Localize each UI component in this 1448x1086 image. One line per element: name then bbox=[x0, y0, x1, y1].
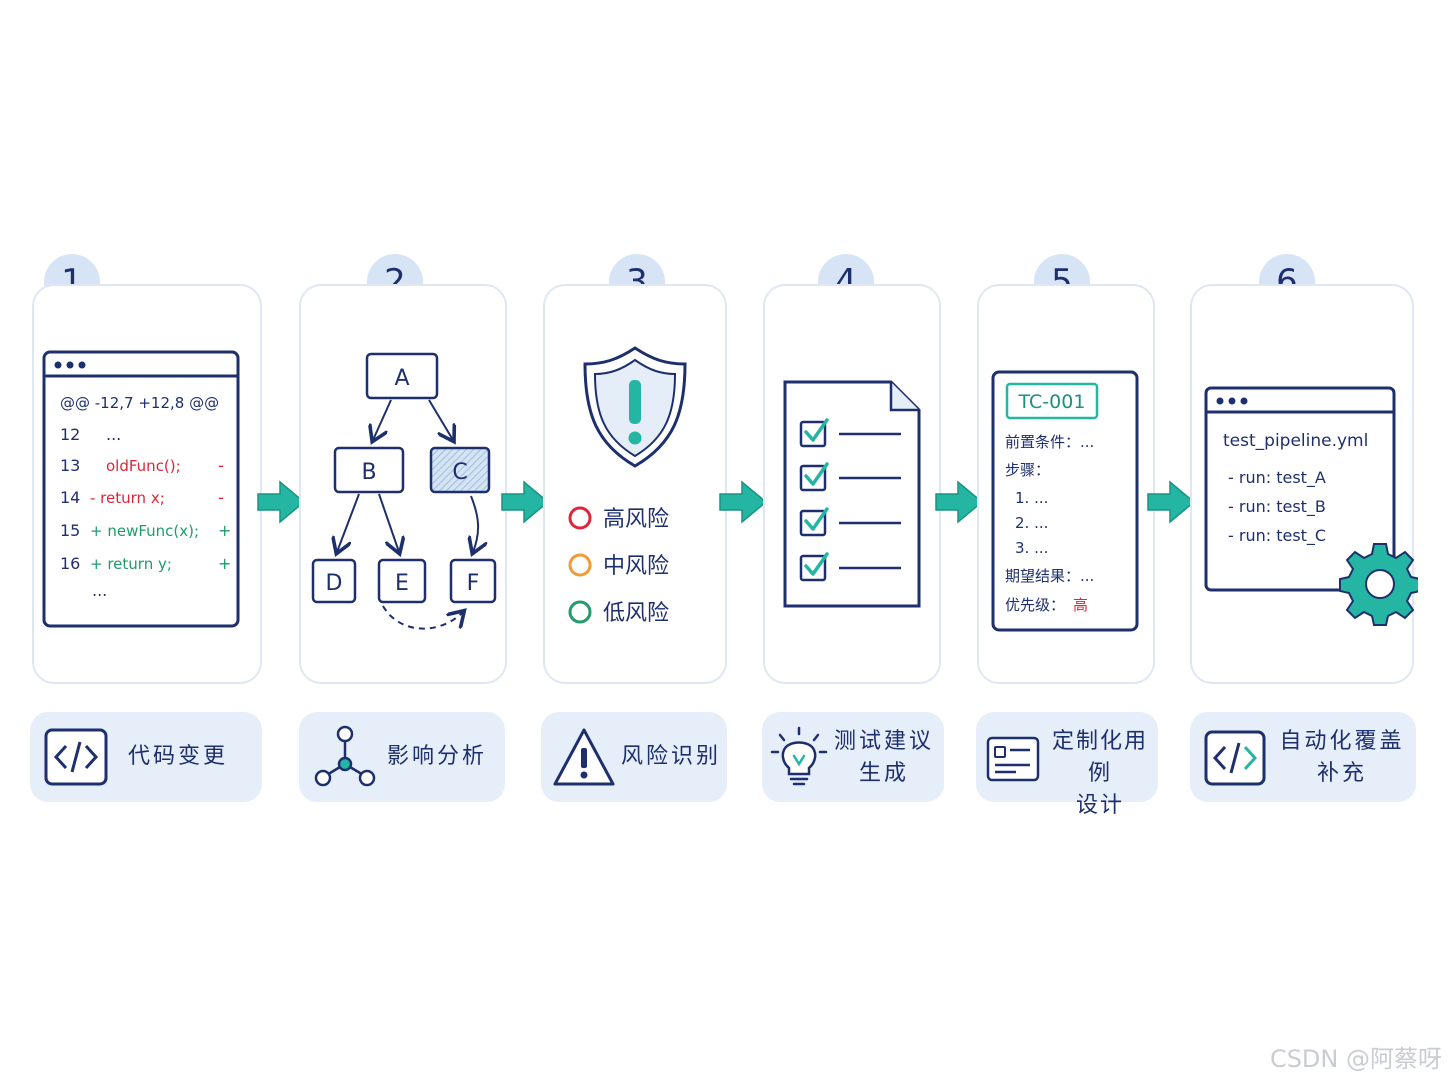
priority-label: 优先级： bbox=[1005, 596, 1065, 614]
step-2-panel: A B C D E F bbox=[299, 284, 507, 684]
id-card-icon bbox=[986, 736, 1040, 782]
diff-tail: ... bbox=[92, 581, 107, 600]
diff-line-no: 14 bbox=[60, 488, 80, 507]
label-text: 测试建议生成 bbox=[833, 729, 934, 786]
pipeline-run: - run: test_B bbox=[1228, 497, 1326, 517]
svg-text:E: E bbox=[395, 571, 409, 596]
node-a bbox=[365, 352, 439, 400]
diff-line-no: 13 bbox=[60, 456, 80, 475]
code-icon bbox=[44, 728, 108, 786]
lightbulb-icon bbox=[770, 726, 828, 786]
diff-line-code: - return x; bbox=[90, 489, 165, 507]
pipeline-run: - run: test_C bbox=[1228, 526, 1326, 546]
label-text: 代码变更 bbox=[128, 744, 229, 769]
precondition: 前置条件：... bbox=[1005, 433, 1094, 451]
step-4-panel bbox=[763, 284, 941, 684]
code-icon bbox=[1204, 730, 1266, 786]
diff-line-no: 16 bbox=[60, 554, 80, 573]
step-1-panel: @@ -12,7 +12,8 @@ 12 ... 13 oldFunc(); -… bbox=[32, 284, 262, 684]
svg-text:D: D bbox=[326, 571, 343, 596]
step-5-panel: TC-001 前置条件：... 步骤： 1. ... 2. ... 3. ...… bbox=[977, 284, 1155, 684]
warning-icon bbox=[553, 728, 615, 786]
test-case-card: TC-001 前置条件：... 步骤： 1. ... 2. ... 3. ...… bbox=[991, 370, 1139, 632]
label-text: 风险识别 bbox=[621, 744, 722, 769]
priority-value: 高 bbox=[1073, 596, 1088, 614]
node-b bbox=[333, 446, 405, 494]
label-test-suggestion: 测试建议生成 bbox=[762, 712, 944, 802]
label-code-change: 代码变更 bbox=[30, 712, 262, 802]
diff-line-no: 15 bbox=[60, 521, 80, 540]
step-item: 2. ... bbox=[1015, 514, 1048, 532]
flow-arrow-4 bbox=[935, 480, 984, 524]
label-text: 自动化覆盖补充 bbox=[1279, 729, 1405, 786]
pipeline-window: test_pipeline.yml - run: test_A - run: t… bbox=[1204, 386, 1418, 626]
svg-text:F: F bbox=[467, 571, 480, 596]
pipeline-run: - run: test_A bbox=[1228, 468, 1326, 488]
svg-text:B: B bbox=[361, 460, 376, 485]
test-case-id-tag bbox=[1005, 382, 1099, 420]
label-risk-identification: 风险识别 bbox=[541, 712, 727, 802]
step-3-panel: 高风险 中风险 低风险 bbox=[543, 284, 727, 684]
medium-risk-label: 中风险 bbox=[603, 554, 669, 579]
diff-lines: 12 ... 13 oldFunc(); - 14 - return x; - … bbox=[60, 425, 231, 600]
expected-result: 期望结果：... bbox=[1005, 567, 1094, 585]
code-window: @@ -12,7 +12,8 @@ 12 ... 13 oldFunc(); -… bbox=[42, 350, 240, 628]
high-risk-marker bbox=[568, 506, 592, 530]
svg-text:A: A bbox=[394, 366, 409, 391]
diff-line-code: oldFunc(); bbox=[106, 457, 181, 475]
diff-line-code: + return y; bbox=[90, 555, 172, 573]
diff-line-code: ... bbox=[106, 425, 121, 444]
flow-arrow-5 bbox=[1147, 480, 1196, 524]
diff-header: @@ -12,7 +12,8 @@ bbox=[60, 394, 219, 412]
steps-label: 步骤： bbox=[1005, 461, 1050, 479]
high-risk-label: 高风险 bbox=[603, 507, 669, 532]
flow-arrow-1 bbox=[257, 480, 306, 524]
step-item: 3. ... bbox=[1015, 539, 1048, 557]
medium-risk-marker bbox=[568, 553, 592, 577]
risk-levels: 高风险 中风险 低风险 bbox=[568, 346, 687, 626]
label-automation-coverage: 自动化覆盖补充 bbox=[1190, 712, 1416, 802]
label-test-case-design: 定制化用例设计 bbox=[976, 712, 1158, 818]
diff-line-mark: - bbox=[218, 488, 224, 507]
flow-arrow-2 bbox=[501, 480, 550, 524]
node-e bbox=[377, 558, 427, 604]
node-d bbox=[311, 558, 357, 604]
watermark: CSDN @阿蔡呀 bbox=[1269, 1045, 1442, 1073]
low-risk-label: 低风险 bbox=[603, 601, 669, 626]
shield-icon bbox=[583, 346, 687, 468]
diff-line-mark: + bbox=[218, 554, 231, 573]
low-risk-marker bbox=[568, 600, 592, 624]
step-item: 1. ... bbox=[1015, 489, 1048, 507]
diff-line-mark: + bbox=[218, 521, 231, 540]
dependency-graph: A B C D E F bbox=[311, 352, 497, 630]
label-impact-analysis: 影响分析 bbox=[299, 712, 505, 802]
checklist-document-icon bbox=[783, 380, 921, 608]
flow-arrow-3 bbox=[719, 480, 768, 524]
diff-line-mark: - bbox=[218, 456, 224, 475]
diff-line-no: 12 bbox=[60, 425, 80, 444]
step-6-panel: test_pipeline.yml - run: test_A - run: t… bbox=[1190, 284, 1418, 684]
node-f bbox=[449, 558, 497, 604]
label-text: 影响分析 bbox=[387, 744, 488, 769]
node-c bbox=[429, 446, 491, 494]
pipeline-filename: test_pipeline.yml bbox=[1223, 431, 1368, 451]
gear-icon bbox=[1339, 543, 1418, 626]
label-text: 定制化用例设计 bbox=[1051, 729, 1148, 818]
network-icon bbox=[314, 725, 376, 787]
diff-line-code: + newFunc(x); bbox=[90, 522, 199, 540]
svg-text:TC-001: TC-001 bbox=[1018, 391, 1086, 413]
svg-text:C: C bbox=[452, 460, 467, 485]
